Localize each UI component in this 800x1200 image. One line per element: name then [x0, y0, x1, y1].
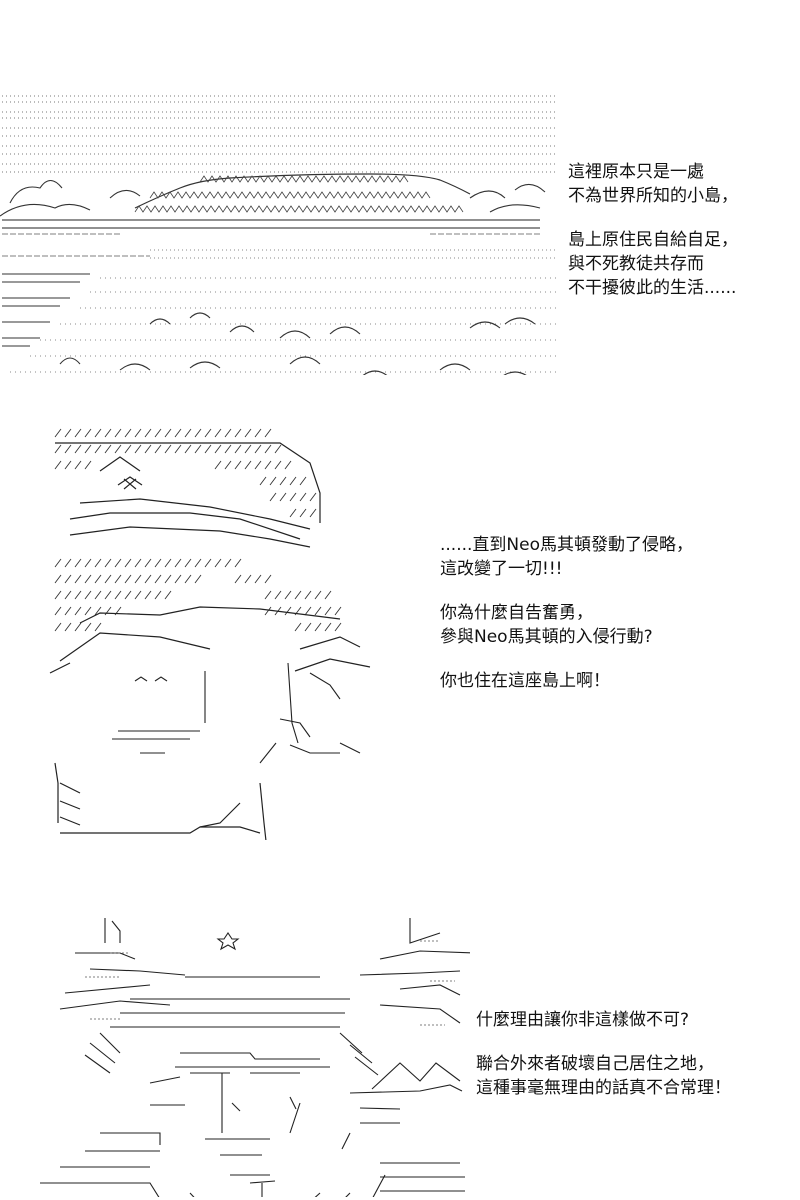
island-landscape-art	[0, 50, 560, 375]
caption-line: 與不死教徒共存而	[568, 254, 704, 274]
caption-line: 參與Neo馬其頓的入侵行動?	[440, 627, 653, 647]
panel-island: 這裡原本只是一處 不為世界所知的小島， 島上原住民自給自足， 與不死教徒共存而 …	[0, 40, 800, 380]
caption-island: 這裡原本只是一處 不為世界所知的小島， 島上原住民自給自足， 與不死教徒共存而 …	[568, 160, 798, 300]
caption-line: 什麼理由讓你非這樣做不可?	[476, 1010, 690, 1030]
caption-line: 這種事毫無理由的話真不合常理！	[476, 1078, 731, 1098]
caption-line: ......直到Neo馬其頓發動了侵略，	[440, 535, 693, 555]
panel-armored-figure: 什麼理由讓你非這樣做不可? 聯合外來者破壞自己居住之地， 這種事毫無理由的話真不…	[0, 870, 800, 1200]
caption-line: 不干擾彼此的生活......	[568, 278, 737, 298]
caption-line: 這裡原本只是一處	[568, 162, 704, 182]
caption-armored-figure: 什麼理由讓你非這樣做不可? 聯合外來者破壞自己居住之地， 這種事毫無理由的話真不…	[476, 1008, 796, 1100]
caption-soldier: ......直到Neo馬其頓發動了侵略， 這改變了一切!!! 你為什麼自告奮勇，…	[440, 533, 795, 693]
soldier-art	[40, 385, 440, 840]
caption-line: 你也住在這座島上啊！	[440, 671, 610, 691]
caption-line: 不為世界所知的小島，	[568, 186, 738, 206]
caption-line: 這改變了一切!!!	[440, 559, 563, 579]
armored-figure-art	[0, 875, 470, 1197]
panel-soldier: ......直到Neo馬其頓發動了侵略， 這改變了一切!!! 你為什麼自告奮勇，…	[0, 385, 800, 845]
caption-line: 聯合外來者破壞自己居住之地，	[476, 1054, 714, 1074]
caption-line: 你為什麼自告奮勇，	[440, 603, 593, 623]
caption-line: 島上原住民自給自足，	[568, 230, 738, 250]
